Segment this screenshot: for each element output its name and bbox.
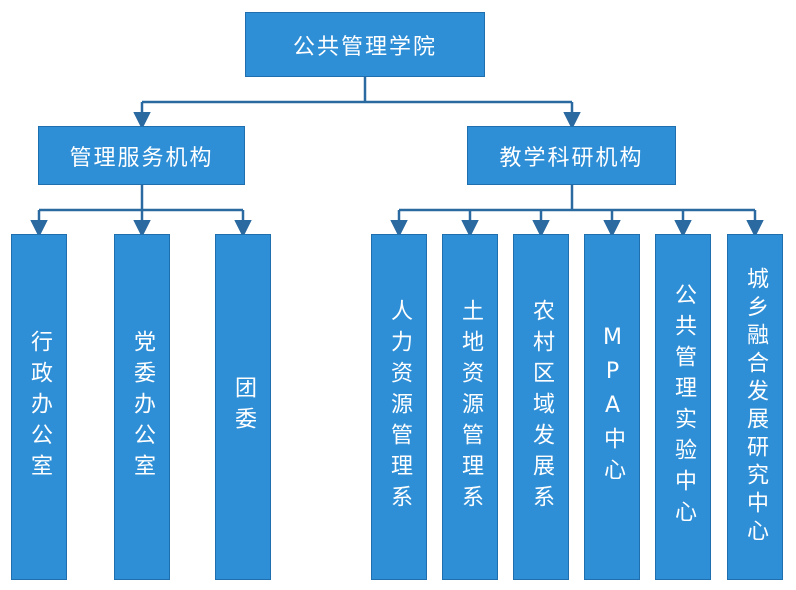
leaf-node-party-office: 党委办公室 [114, 234, 170, 580]
leaf-node-label: 土地资源管理系 [458, 298, 483, 516]
branch-node-label: 管理服务机构 [69, 145, 214, 171]
leaf-node-label: 公共管理实验中心 [671, 283, 696, 531]
branch-node-management-services: 管理服务机构 [38, 126, 245, 185]
leaf-node-hr-management-dept: 人力资源管理系 [371, 234, 427, 580]
leaf-node-rural-development-dept: 农村区域发展系 [513, 234, 569, 580]
leaf-node-land-resource-dept: 土地资源管理系 [442, 234, 498, 580]
leaf-node-mpa-center: MPA中心 [584, 234, 640, 580]
leaf-node-label: 人力资源管理系 [387, 298, 412, 516]
leaf-node-label: MPA中心 [600, 325, 625, 489]
leaf-node-administration-office: 行政办公室 [11, 234, 67, 580]
leaf-node-youth-league: 团委 [215, 234, 271, 580]
root-node-label: 公共管理学院 [292, 34, 437, 60]
leaf-node-public-management-lab: 公共管理实验中心 [655, 234, 711, 580]
leaf-node-label: 团委 [231, 376, 256, 438]
branch-node-teaching-research: 教学科研机构 [467, 126, 676, 185]
leaf-node-label: 行政办公室 [27, 329, 52, 485]
leaf-node-label: 城乡融合发展研究中心 [743, 267, 768, 547]
leaf-node-label: 农村区域发展系 [529, 298, 554, 516]
branch-node-label: 教学科研机构 [499, 145, 644, 171]
root-node: 公共管理学院 [245, 12, 485, 77]
leaf-node-urban-rural-research-center: 城乡融合发展研究中心 [727, 234, 783, 580]
leaf-node-label: 党委办公室 [130, 329, 155, 485]
